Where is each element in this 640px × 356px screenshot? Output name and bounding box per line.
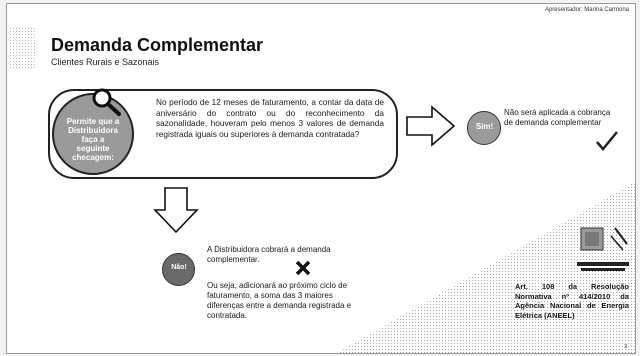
legal-reference: Art. 108 da Resolução Normativa nº 414/2…: [515, 282, 629, 320]
nao-label: Não!: [171, 264, 187, 271]
page-subtitle: Clientes Rurais e Sazonais: [51, 57, 160, 67]
question-circle-label: Permite que a Distribuidora faça a segui…: [66, 117, 120, 162]
check-icon: [596, 131, 618, 151]
page-title: Demanda Complementar: [51, 35, 264, 55]
arrow-right-icon: [406, 105, 456, 147]
sim-description: Não será aplicada a cobrança de demanda …: [504, 108, 611, 127]
x-mark-icon: [295, 260, 311, 276]
author-credit: Apresentador: Marina Carmona: [544, 7, 629, 13]
nao-circle: [162, 253, 195, 286]
magnifier-icon: [92, 88, 121, 116]
question-text: No período de 12 meses de faturamento, a…: [156, 97, 384, 139]
nao-description: A Distribuidora cobrará a demanda comple…: [207, 245, 331, 264]
nao-explanation: Ou seja, adicionará ao próximo ciclo de …: [207, 281, 352, 320]
book-scales-icon: [577, 227, 629, 271]
slide: Apresentador: Marina Carmona Demanda Com…: [6, 3, 636, 354]
arrow-down-icon: [153, 187, 199, 234]
question-circle: [52, 93, 134, 175]
sim-label: Sim!: [475, 122, 494, 131]
sim-circle: [467, 111, 501, 145]
page-number: 3: [624, 344, 627, 350]
